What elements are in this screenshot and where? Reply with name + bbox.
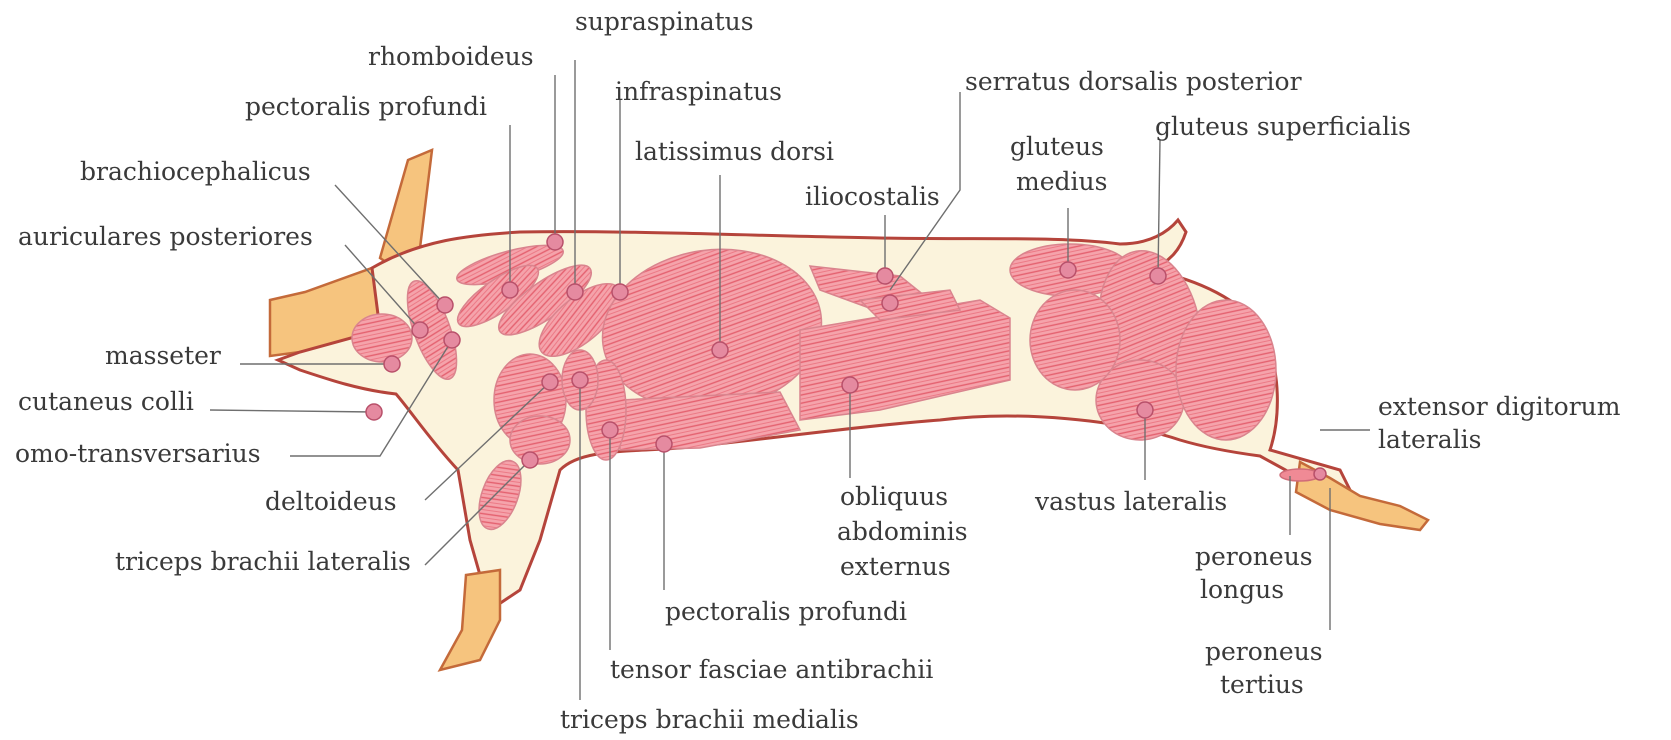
label-obliquus-1: obliquus [840,482,948,511]
label-latissimus-dorsi: latissimus dorsi [635,137,834,166]
label-gluteus-superficialis: gluteus superficialis [1155,112,1411,141]
label-peroneus-longus-1: peroneus [1195,542,1313,571]
label-omo-transversarius: omo-transversarius [15,439,261,468]
label-masseter: masseter [105,341,221,370]
muscle-biceps-femoris [1176,300,1276,440]
label-rhomboideus: rhomboideus [368,42,534,71]
label-gluteus-medius-1: gluteus [1010,132,1104,161]
muscle-pectoralis-lower [620,392,800,450]
label-extensor-digitorum-2: lateralis [1378,425,1481,454]
front-hoof [440,570,500,670]
label-pectoralis-profundi-bottom: pectoralis profundi [665,597,907,626]
label-gluteus-medius-2: medius [1016,167,1107,196]
label-triceps-brachii-lateralis: triceps brachii lateralis [115,547,411,576]
label-obliquus-2: abdominis [837,517,968,546]
label-infraspinatus: infraspinatus [615,77,782,106]
label-extensor-digitorum-1: extensor digitorum [1378,392,1621,421]
label-cutaneus-colli: cutaneus colli [18,387,194,416]
label-iliocostalis: iliocostalis [805,182,940,211]
label-brachiocephalicus: brachiocephalicus [80,157,311,186]
label-peroneus-tertius-1: peroneus [1205,637,1323,666]
muscle-triceps-lateralis [510,416,570,464]
label-tensor-fasciae-antibrachii: tensor fasciae antibrachii [610,655,933,684]
muscle-thigh-front [1030,290,1120,390]
label-auriculares-posteriores: auriculares posteriores [18,222,313,251]
label-supraspinatus: supraspinatus [575,7,754,36]
label-serratus-dorsalis-posterior: serratus dorsalis posterior [965,67,1302,96]
label-pectoralis-profundi-top: pectoralis profundi [245,92,487,121]
label-deltoideus: deltoideus [265,487,397,516]
label-vastus-lateralis: vastus lateralis [1034,487,1227,516]
muscle-masseter [352,314,412,362]
label-peroneus-tertius-2: tertius [1220,670,1304,699]
label-obliquus-3: externus [840,552,951,581]
label-peroneus-longus-2: longus [1200,575,1284,604]
label-triceps-brachii-medialis: triceps brachii medialis [560,705,859,734]
